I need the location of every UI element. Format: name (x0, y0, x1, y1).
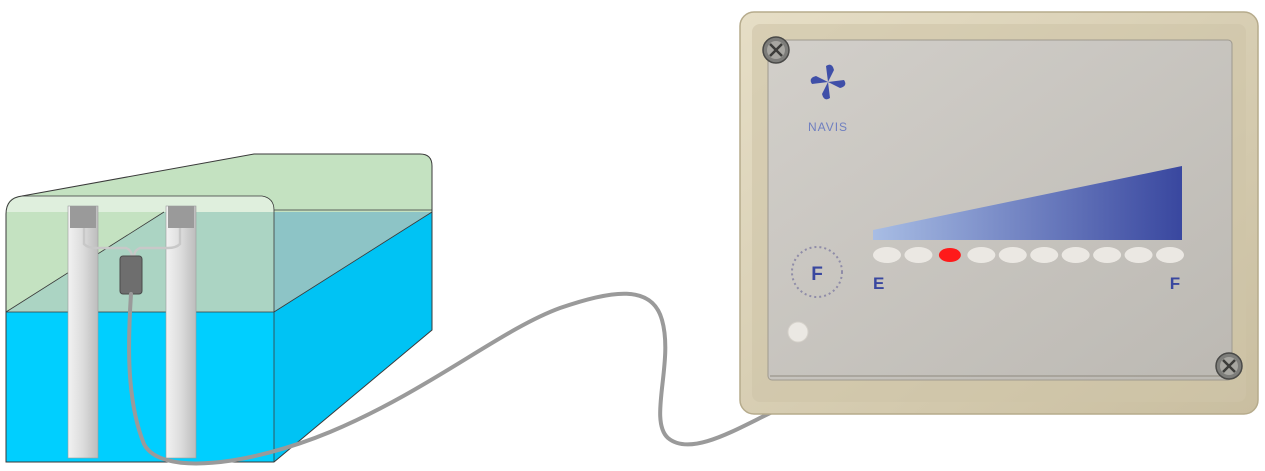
power-led (788, 322, 808, 342)
phillips-screw-icon (763, 37, 789, 63)
led (967, 247, 995, 263)
led (1062, 247, 1090, 263)
phillips-screw-icon (1216, 353, 1242, 379)
led-active (939, 248, 961, 262)
level-display-panel: NAVIS E F F (740, 12, 1258, 414)
led (999, 247, 1027, 263)
brand-name: NAVIS (808, 120, 848, 134)
led (1093, 247, 1121, 263)
scale-empty-label: E (873, 274, 884, 293)
led (1125, 247, 1153, 263)
function-button-label: F (811, 264, 823, 285)
sensor-module (120, 256, 142, 294)
led (1030, 247, 1058, 263)
scale-full-label: F (1170, 274, 1180, 293)
led (1156, 247, 1184, 263)
tank-water-front (6, 312, 274, 462)
led (873, 247, 901, 263)
led (904, 247, 932, 263)
